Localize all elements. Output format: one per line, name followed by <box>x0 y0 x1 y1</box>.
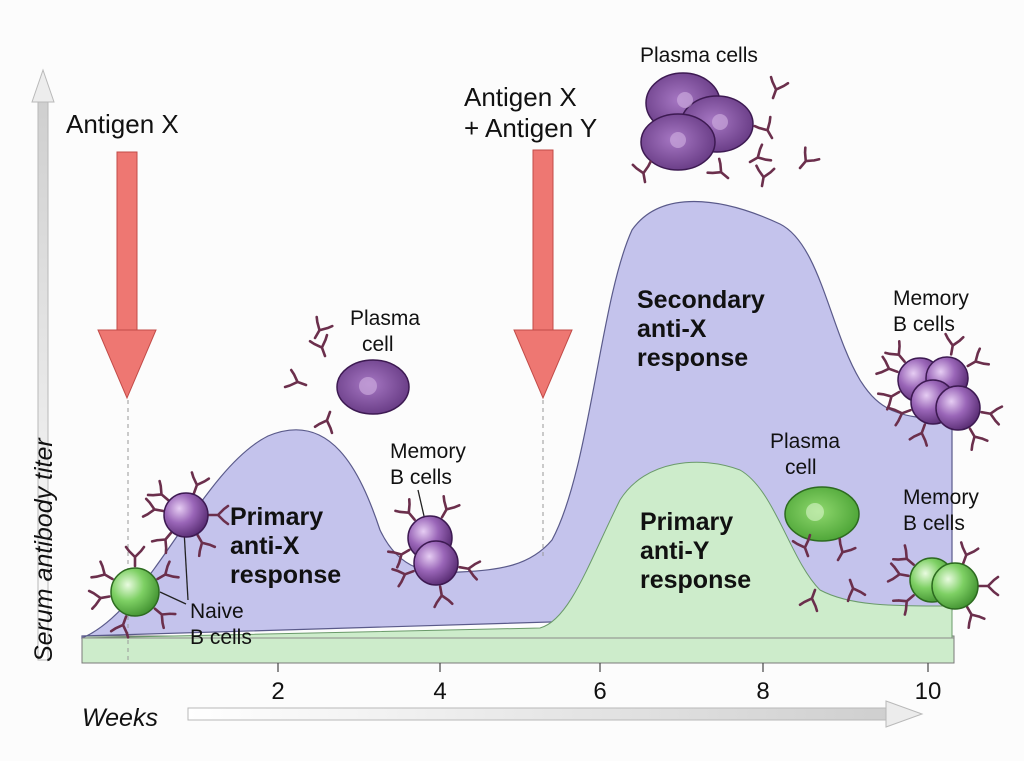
x-axis-label: Weeks <box>82 704 158 732</box>
svg-text:Primary: Primary <box>640 508 733 536</box>
naive-label-2: B cells <box>190 626 252 649</box>
memory-label-3b: B cells <box>903 512 965 535</box>
x-tick-2: 2 <box>271 678 284 705</box>
x-ticks: 2 4 6 8 10 <box>271 663 941 705</box>
x-axis-arrow <box>187 700 924 728</box>
svg-text:response: response <box>640 566 751 594</box>
primary-anti-y-label: Primary anti-Y response <box>640 508 751 594</box>
plasma-cells-label: Plasma cells <box>640 44 758 67</box>
plasma-cells-cluster <box>631 72 821 189</box>
svg-text:anti-Y: anti-Y <box>640 537 710 565</box>
memory-label-1a: Memory <box>390 440 466 463</box>
svg-text:Primary: Primary <box>230 503 323 531</box>
primary-anti-x-label: Primary anti-X response <box>230 503 341 589</box>
x-tick-6: 6 <box>593 678 606 705</box>
memory-b-cells-3 <box>886 541 1000 630</box>
x-tick-8: 8 <box>756 678 769 705</box>
memory-b-cells-2 <box>875 332 1004 452</box>
memory-label-2b: B cells <box>893 313 955 336</box>
injection-label-2a: Antigen X <box>464 82 577 112</box>
injection-label-2b: + Antigen Y <box>464 113 597 143</box>
svg-text:response: response <box>230 561 341 589</box>
plasma-label-1b: cell <box>362 333 394 356</box>
injection-label-1: Antigen X <box>66 109 179 139</box>
memory-pointer-1 <box>417 489 425 517</box>
baseline-slab <box>81 635 955 664</box>
naive-b-cell-purple <box>141 471 230 558</box>
x-tick-4: 4 <box>433 678 446 705</box>
plasma-label-1a: Plasma <box>350 307 420 330</box>
svg-text:anti-X: anti-X <box>637 315 707 343</box>
y-axis-arrow <box>31 68 55 661</box>
naive-b-cell-green <box>87 545 180 639</box>
naive-pointer-2 <box>183 529 189 601</box>
svg-text:response: response <box>637 344 748 372</box>
x-tick-10: 10 <box>915 678 942 705</box>
naive-pointer-1 <box>159 591 187 605</box>
injection-arrow-2 <box>513 149 573 400</box>
naive-label-1: Naive <box>190 600 244 623</box>
memory-label-2a: Memory <box>893 287 969 310</box>
memory-b-cells-1 <box>386 494 482 609</box>
svg-text:anti-X: anti-X <box>230 532 300 560</box>
memory-label-3a: Memory <box>903 486 979 509</box>
svg-text:Secondary: Secondary <box>637 286 765 314</box>
anti-x-response-curve <box>81 200 953 639</box>
secondary-anti-x-label: Secondary anti-X response <box>637 286 765 372</box>
plasma-cell-green <box>784 486 867 613</box>
memory-label-1b: B cells <box>390 466 452 489</box>
y-axis-label: Serum antibody titer <box>30 437 58 662</box>
injection-arrow-1 <box>97 151 157 400</box>
anti-y-response-curve <box>81 461 953 639</box>
plasma-label-yb: cell <box>785 456 817 479</box>
plasma-cell-1 <box>283 315 410 435</box>
plasma-label-ya: Plasma <box>770 430 840 453</box>
